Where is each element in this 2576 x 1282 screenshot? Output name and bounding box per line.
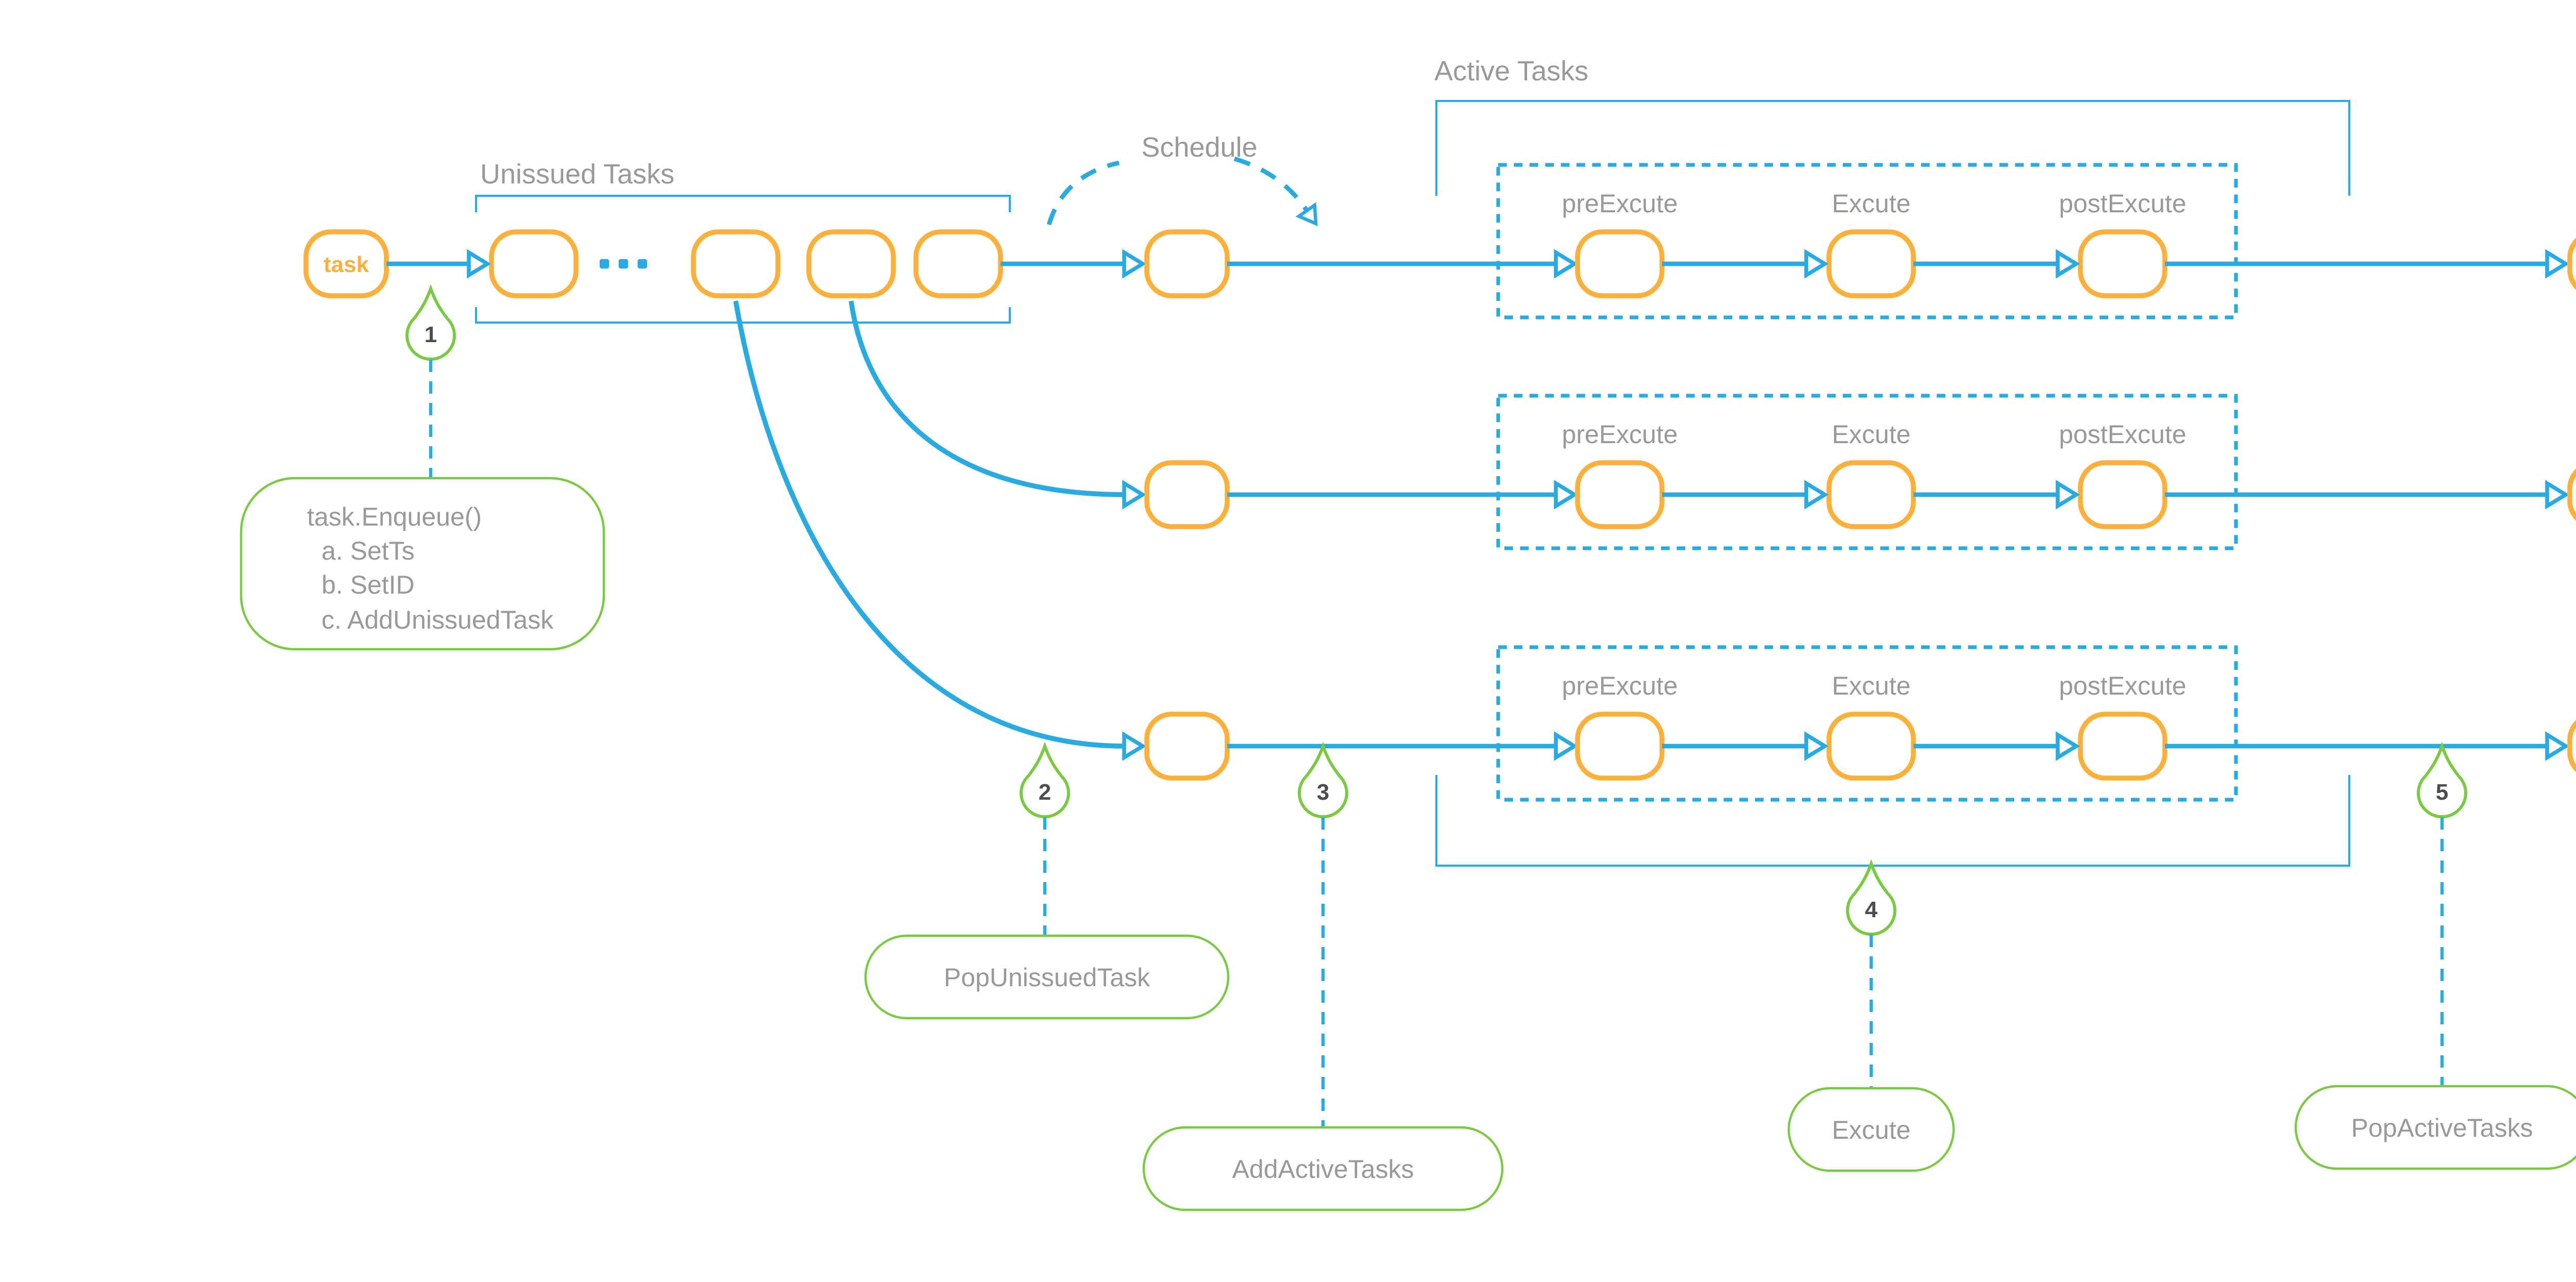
schedule-node <box>1144 460 1230 529</box>
marker-pin <box>1298 741 1348 818</box>
step-label: Excute <box>1832 420 1911 449</box>
arrowhead-icon <box>2056 731 2080 761</box>
queue-ellipsis-dots <box>600 259 647 269</box>
active-tasks-bracket-top <box>1435 100 2350 196</box>
arrowhead-icon <box>2545 249 2570 279</box>
schedule-node <box>1144 229 1230 298</box>
queue-node <box>489 229 579 298</box>
exec-step-node <box>2078 460 2167 529</box>
note-box <box>240 477 605 651</box>
note-line: b. SetID <box>321 570 415 599</box>
exec-step-node <box>1575 460 1665 529</box>
note-box <box>1787 1087 1955 1172</box>
queue-node <box>913 229 1003 298</box>
arrowhead-icon <box>1554 480 1579 510</box>
end-node <box>2567 720 2576 772</box>
step-label: postExcute <box>2059 189 2186 218</box>
ellipsis-dot <box>600 259 609 269</box>
step-label: preExcute <box>1562 420 1677 449</box>
task-row: preExcute Excute postExcute <box>1144 394 2576 550</box>
schedule-arrowhead-icon <box>1295 202 1318 227</box>
marker-number: 2 <box>1039 780 1051 805</box>
exec-step-node <box>2078 229 2167 298</box>
marker-number: 1 <box>425 322 437 347</box>
arrowhead-icon <box>1122 731 1147 761</box>
queue-node <box>806 229 896 298</box>
arrowhead-icon <box>1804 249 1829 279</box>
marker-number: 3 <box>1317 780 1329 805</box>
marker-5: 5 PopActiveTasks <box>2294 741 2576 1170</box>
pop-unissued-curve-row3 <box>733 300 1126 749</box>
pop-unissued-curve-row2 <box>849 300 1126 497</box>
arrowhead-icon <box>2545 480 2570 510</box>
marker-number: 4 <box>1865 897 1878 922</box>
active-task-box <box>1496 163 2238 319</box>
arrowhead-icon <box>2056 249 2080 279</box>
step-label: Excute <box>1832 189 1911 218</box>
exec-step-node <box>1575 229 1665 298</box>
marker-pin <box>1020 741 1070 818</box>
exec-step-node <box>2078 712 2167 781</box>
note-box <box>1142 1126 1504 1211</box>
end-node <box>2567 238 2576 290</box>
marker-pin <box>1846 859 1896 936</box>
arrowhead-icon <box>1554 731 1579 761</box>
schedule-arc-right <box>1233 156 1309 212</box>
arrowhead-icon <box>1122 249 1147 279</box>
note-line: a. SetTs <box>321 536 415 565</box>
note-line: task.Enqueue() <box>307 502 482 531</box>
marker-3: 3 AddActiveTasks <box>1142 741 1504 1211</box>
note-line: c. AddUnissuedTask <box>321 605 554 634</box>
active-task-box <box>1496 645 2238 802</box>
active-task-box <box>1496 394 2238 550</box>
arrowhead-icon <box>2056 480 2080 510</box>
arrowhead-icon <box>2545 731 2570 761</box>
note-label: PopUnissuedTask <box>944 963 1150 992</box>
note-label: Excute <box>1832 1116 1911 1144</box>
arrowhead-icon <box>1554 249 1579 279</box>
task-node-label: task <box>324 252 369 277</box>
end-node <box>2567 468 2576 521</box>
marker-1: 1 task.Enqueue() a. SetTs b. SetID c. Ad… <box>240 284 605 651</box>
schedule-arc-left <box>1046 160 1120 226</box>
unissued-bracket-top <box>475 195 1011 212</box>
exec-step-node <box>1826 460 1916 529</box>
active-tasks-bracket-bottom <box>1435 775 2350 867</box>
arrowhead-icon <box>1804 480 1829 510</box>
marker-number: 5 <box>2436 780 2448 805</box>
ellipsis-dot <box>637 259 647 269</box>
exec-step-node <box>1826 229 1916 298</box>
schedule-node <box>1144 712 1230 781</box>
exec-step-node <box>1575 712 1665 781</box>
step-label: preExcute <box>1562 189 1677 218</box>
arrowhead-icon <box>1122 480 1147 510</box>
marker-pin <box>405 284 456 361</box>
queue-node <box>691 229 781 298</box>
note-label: PopActiveTasks <box>2351 1114 2533 1142</box>
step-label: Excute <box>1832 671 1911 700</box>
unissued-bracket-bottom <box>475 307 1011 324</box>
arrowhead-icon <box>1804 731 1829 761</box>
note-box <box>2294 1085 2576 1170</box>
exec-step-node <box>1826 712 1916 781</box>
step-label: postExcute <box>2059 671 2186 700</box>
heading-unissued-tasks: Unissued Tasks <box>480 159 674 190</box>
marker-pin <box>2417 741 2467 818</box>
task-row: preExcute Excute postExcute <box>1144 163 2576 319</box>
step-label: preExcute <box>1562 671 1677 700</box>
step-label: postExcute <box>2059 420 2186 449</box>
arrowhead-icon <box>467 249 492 279</box>
task-row: preExcute Excute postExcute <box>1144 645 2576 802</box>
marker-2: 2 PopUnissuedTask <box>864 741 1230 1020</box>
ellipsis-dot <box>618 259 629 269</box>
note-box <box>864 934 1230 1020</box>
note-label: AddActiveTasks <box>1232 1155 1414 1184</box>
heading-active-tasks: Active Tasks <box>1434 56 1588 87</box>
marker-4: 4 Excute <box>1787 859 1955 1172</box>
